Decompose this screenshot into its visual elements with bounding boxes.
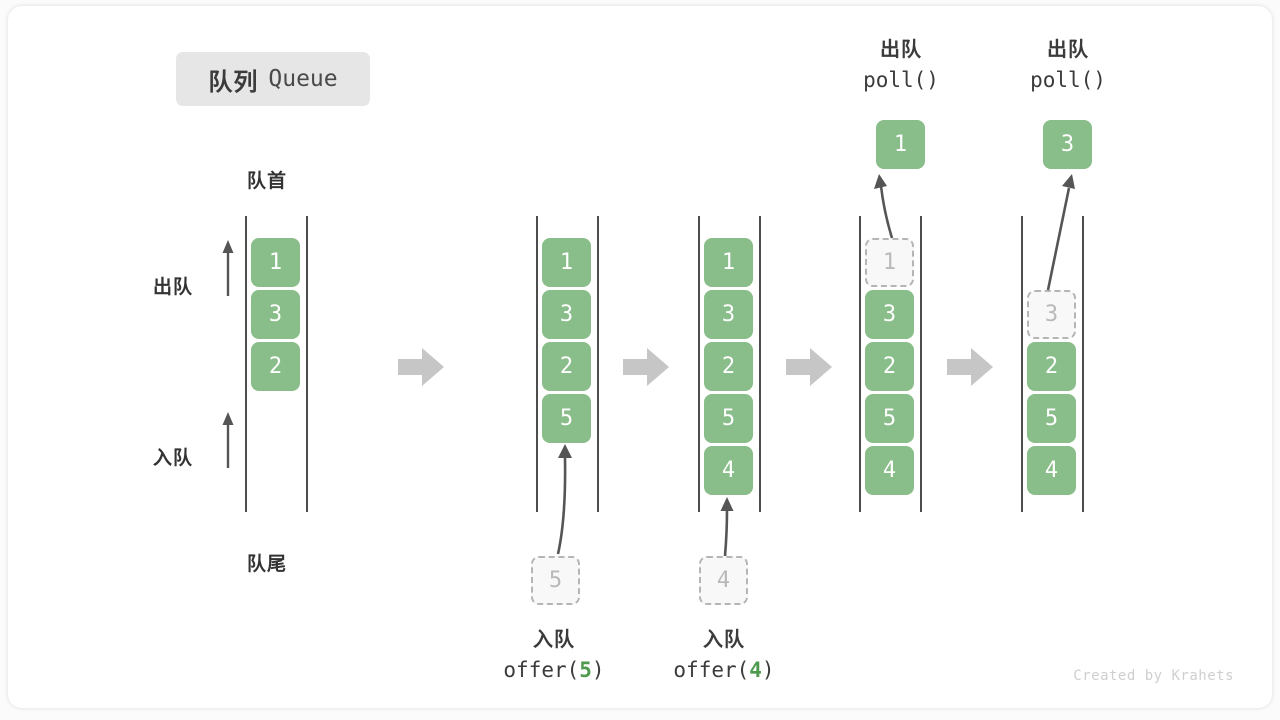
queue-cell: 3 xyxy=(251,290,300,339)
queue-cell: 2 xyxy=(865,342,914,391)
operation-code: poll() xyxy=(863,68,939,92)
operation-code: poll() xyxy=(1030,68,1106,92)
queue-rail-left xyxy=(536,216,538,512)
queue-rail-right xyxy=(920,216,922,512)
title-chinese: 队列 xyxy=(208,68,259,96)
queue-rail-right xyxy=(1082,216,1084,512)
title-english: Queue xyxy=(268,66,338,92)
dequeue-direction-arrow xyxy=(222,240,234,296)
queue-cell: 5 xyxy=(865,394,914,443)
flow-arrow-icon xyxy=(623,348,669,386)
queue-cell-removing: 1 xyxy=(865,238,914,287)
footer-credit: Created by Krahets xyxy=(1073,668,1234,684)
queue-cell: 5 xyxy=(704,394,753,443)
queue-rail-left xyxy=(245,216,247,512)
queue-rail-left xyxy=(859,216,861,512)
queue-cell: 1 xyxy=(251,238,300,287)
queue-cell: 2 xyxy=(251,342,300,391)
queue-rail-right xyxy=(759,216,761,512)
queue-cell: 5 xyxy=(542,394,591,443)
dequeue-side-label: 出队 xyxy=(153,277,194,298)
queue-rail-left xyxy=(1021,216,1023,512)
queue-cell: 3 xyxy=(704,290,753,339)
operation-name: 出队 xyxy=(880,39,922,61)
enqueue-side-label: 入队 xyxy=(153,448,194,469)
diagram-title-badge: 队列 Queue xyxy=(176,52,370,106)
queue-rail-right xyxy=(597,216,599,512)
operation-label-offer-4: 入队 offer(4) xyxy=(644,626,804,685)
dequeue-extract-arrow xyxy=(1046,174,1075,291)
queue-cell: 3 xyxy=(542,290,591,339)
operation-code: offer(5) xyxy=(503,658,605,682)
flow-arrow-icon xyxy=(947,348,993,386)
queue-cell: 4 xyxy=(1027,446,1076,495)
enqueue-insert-arrow xyxy=(556,444,572,555)
flow-arrow-icon xyxy=(786,348,832,386)
queue-cell: 2 xyxy=(704,342,753,391)
queue-cell: 3 xyxy=(865,290,914,339)
operation-label-poll-2: 出队 poll() xyxy=(988,36,1148,95)
operation-name: 入队 xyxy=(533,629,575,651)
queue-rail-left xyxy=(698,216,700,512)
diagram-card: 队列 Queue 队首 队尾 出队 入队 1 3 2 xyxy=(8,6,1272,708)
queue-tail-label: 队尾 xyxy=(247,554,288,575)
dequeue-extract-arrow xyxy=(874,174,894,239)
queue-cell: 2 xyxy=(542,342,591,391)
operation-name: 入队 xyxy=(703,629,745,651)
queue-cell: 4 xyxy=(704,446,753,495)
enqueue-direction-arrow xyxy=(222,412,234,468)
pending-element-box: 4 xyxy=(699,556,748,605)
operation-name: 出队 xyxy=(1047,39,1089,61)
operation-label-offer-5: 入队 offer(5) xyxy=(474,626,634,685)
popped-element-box: 1 xyxy=(876,120,925,169)
flow-arrow-icon xyxy=(398,348,444,386)
queue-cell-removing: 3 xyxy=(1027,290,1076,339)
queue-cell: 1 xyxy=(542,238,591,287)
queue-cell: 5 xyxy=(1027,394,1076,443)
queue-cell: 4 xyxy=(865,446,914,495)
queue-cell: 2 xyxy=(1027,342,1076,391)
popped-element-box: 3 xyxy=(1043,120,1092,169)
queue-head-label: 队首 xyxy=(247,171,288,192)
enqueue-insert-arrow xyxy=(720,497,734,557)
operation-code: offer(4) xyxy=(673,658,775,682)
queue-cell: 1 xyxy=(704,238,753,287)
queue-rail-right xyxy=(306,216,308,512)
operation-label-poll-1: 出队 poll() xyxy=(821,36,981,95)
pending-element-box: 5 xyxy=(531,556,580,605)
